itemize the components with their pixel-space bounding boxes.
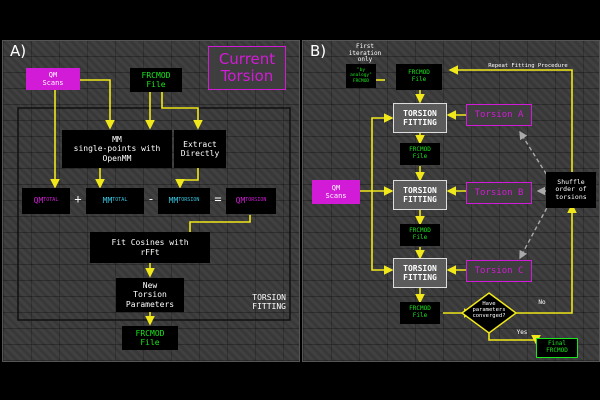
torsion-a-box: Torsion A — [466, 104, 532, 126]
equals-sign: = — [214, 192, 222, 207]
frcmod-2-box: FRCMOD File — [400, 224, 440, 246]
torsion-fitting-3: TORSION FITTING — [393, 258, 447, 288]
frcmod-top-box: FRCMOD File — [396, 64, 442, 90]
repeat-fitting-label: Repeat Fitting Procedure — [488, 63, 568, 69]
panel-b-label: B) — [310, 42, 327, 60]
no-label: No — [538, 299, 546, 306]
frcmod-output-box: FRCMOD File — [122, 326, 178, 350]
panel-a-label: A) — [10, 42, 27, 60]
qm-scans-box: QM Scans — [26, 68, 80, 90]
minus-sign: - — [147, 192, 155, 207]
converged-diamond — [460, 292, 518, 334]
torsion-c-box: Torsion C — [466, 260, 532, 282]
qm-scans-b-box: QM Scans — [312, 180, 360, 204]
frcmod-input-box: FRCMOD File — [130, 68, 182, 92]
extract-directly-box: Extract Directly — [174, 130, 226, 168]
torsion-fitting-1: TORSION FITTING — [393, 103, 447, 133]
fit-cosines-box: Fit Cosines with rFFt — [90, 232, 210, 263]
converged-label: Have parameters converged? — [472, 301, 506, 320]
by-analogy-frcmod-box: "by analogy" FRCMOD — [346, 64, 376, 88]
frcmod-1-box: FRCMOD File — [400, 143, 440, 165]
torsion-fitting-2: TORSION FITTING — [393, 180, 447, 210]
frcmod-3-box: FRCMOD File — [400, 302, 440, 324]
torsion-b-box: Torsion B — [466, 182, 532, 204]
new-torsion-params-box: New Torsion Parameters — [116, 278, 184, 312]
first-iteration-label: First iteration only — [348, 43, 382, 64]
mm-single-points-box: MM single-points with OpenMM — [62, 130, 172, 168]
torsion-fitting-label: TORSION FITTING — [252, 293, 286, 311]
current-torsion-title: Current Torsion — [208, 46, 286, 90]
shuffle-box: Shuffle order of torsions — [546, 172, 596, 208]
final-frcmod-box: Final FRCMOD — [536, 338, 578, 358]
plus-sign: + — [74, 192, 82, 207]
yes-label: Yes — [516, 329, 528, 336]
